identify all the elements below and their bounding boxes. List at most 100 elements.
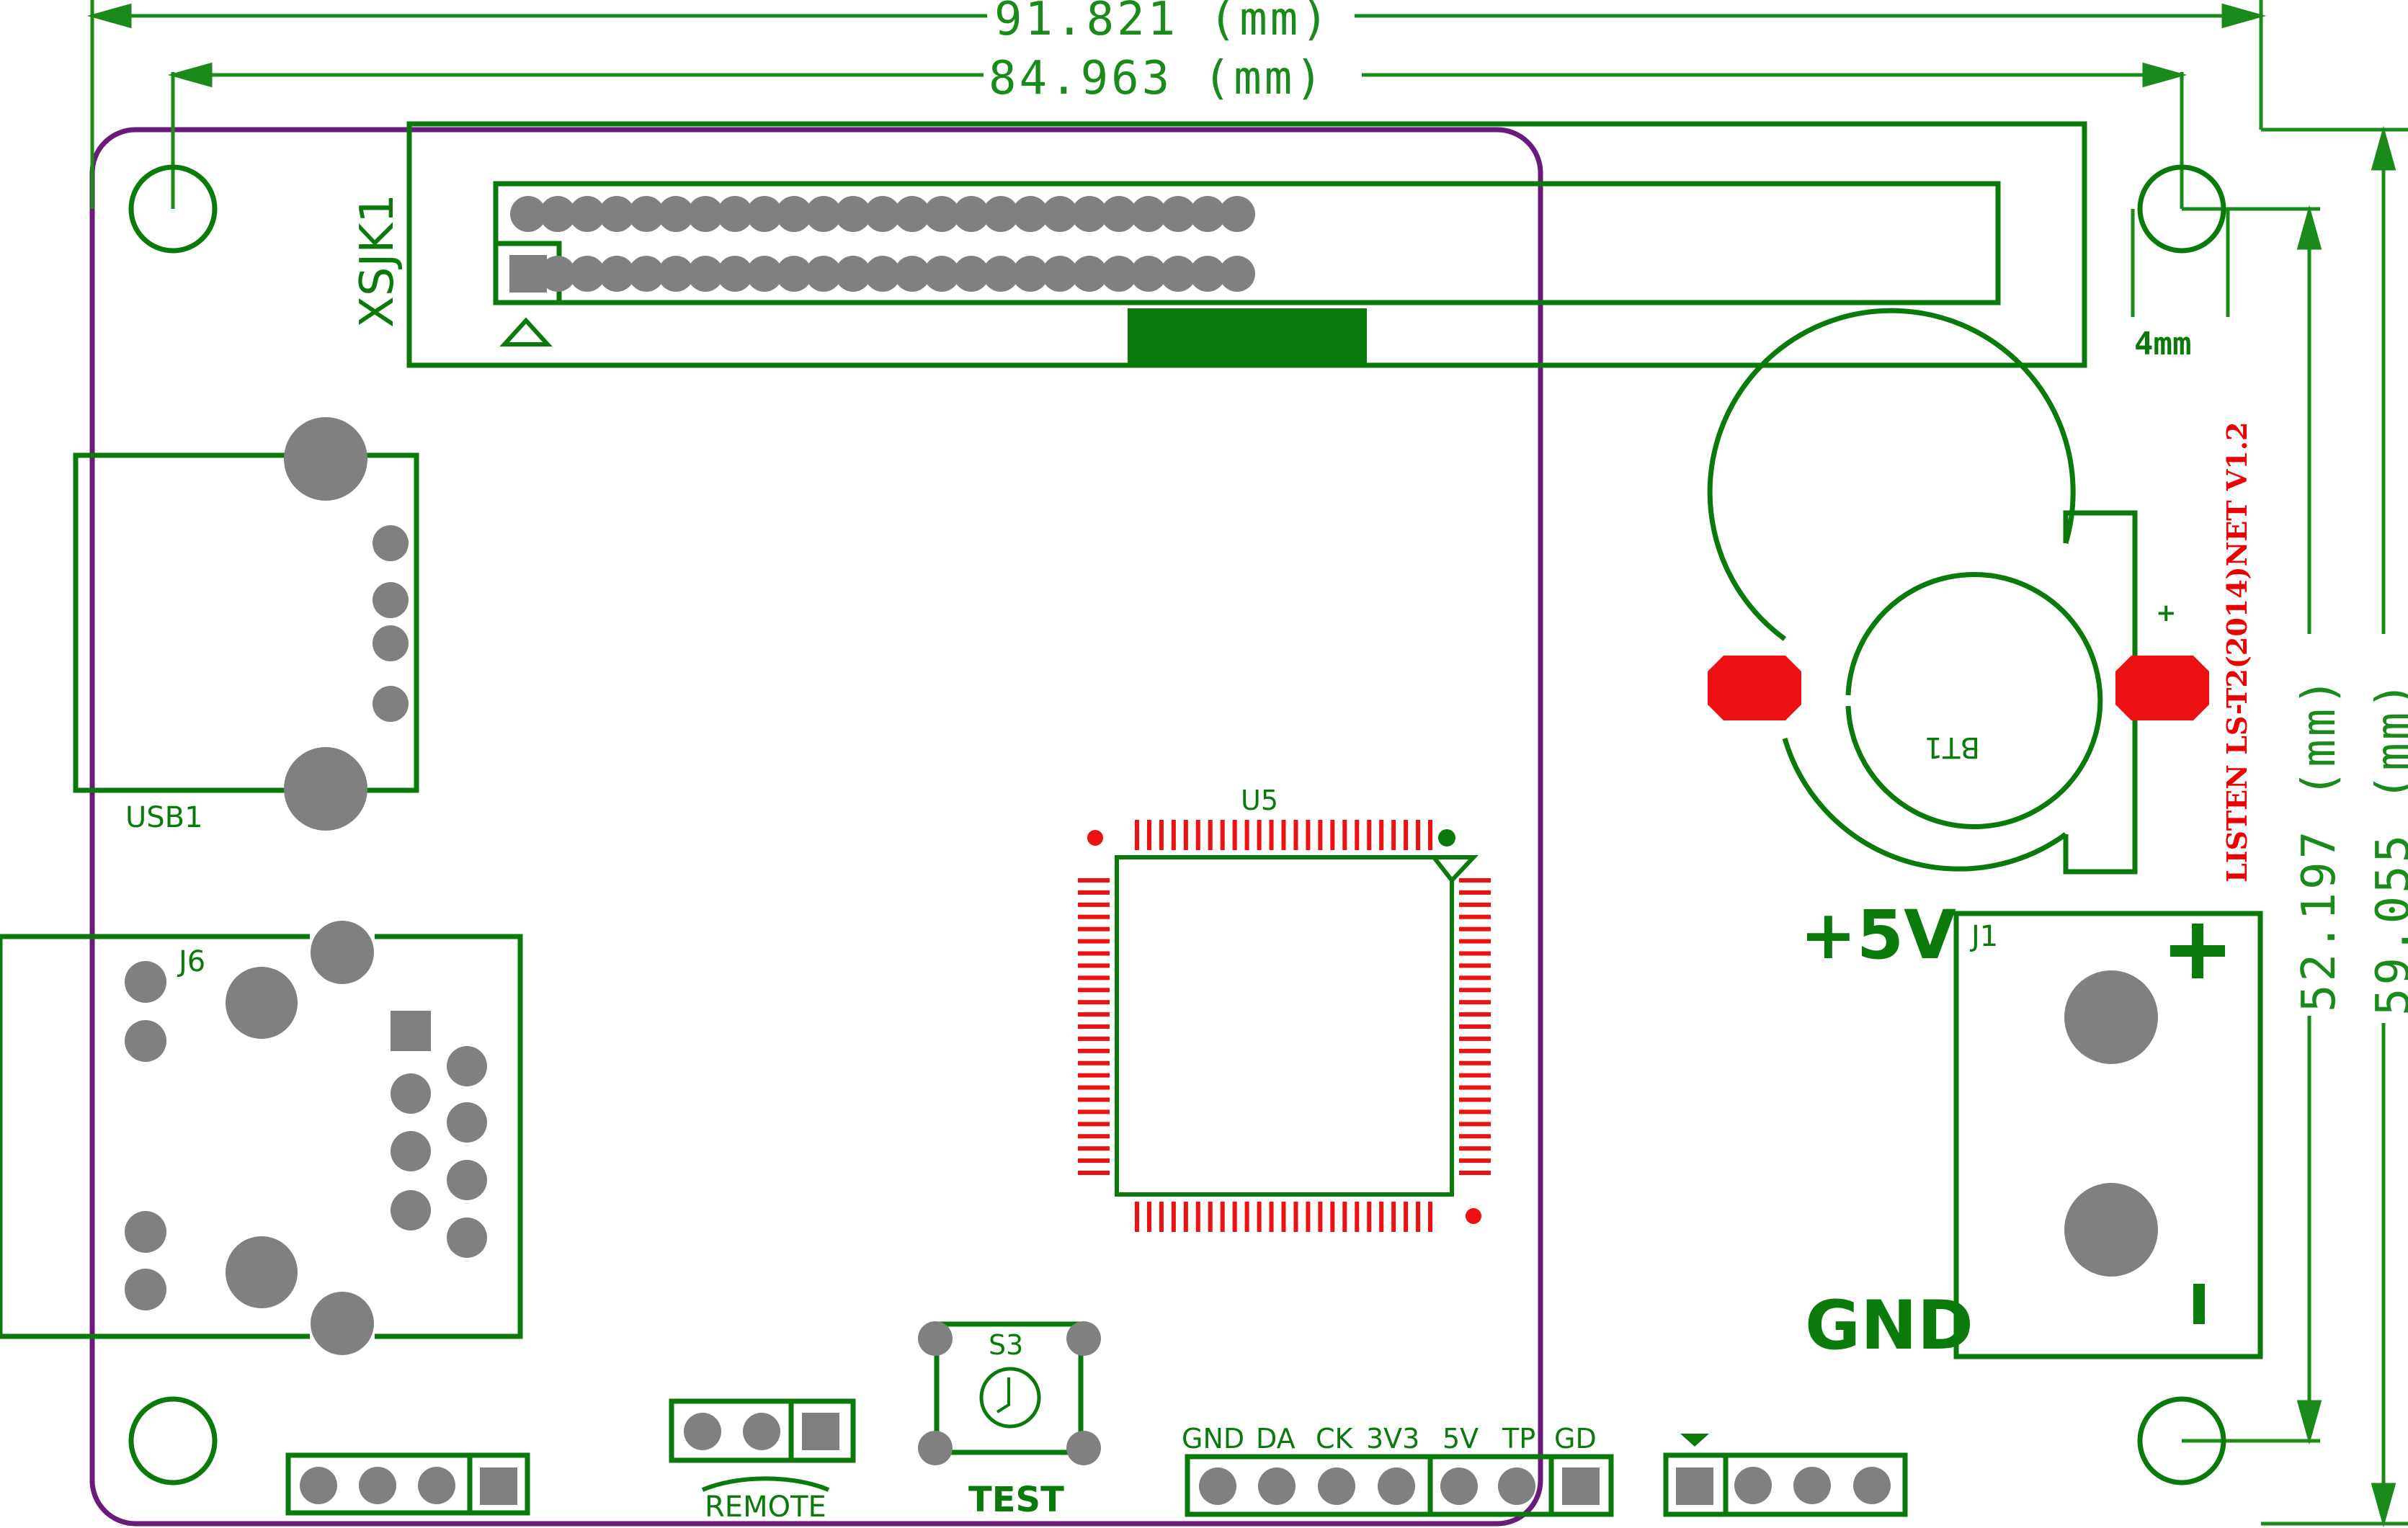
u5-pad bbox=[1459, 1158, 1491, 1163]
u5-pad bbox=[1078, 963, 1110, 968]
bt1-battery-holder bbox=[1707, 308, 2138, 875]
u5-pad bbox=[1404, 820, 1409, 850]
u5-pad bbox=[1428, 820, 1432, 850]
u5-pad bbox=[1195, 1202, 1200, 1232]
xsjk1-pin bbox=[1101, 196, 1137, 232]
xsjk1-pin bbox=[835, 256, 871, 292]
u5-pad bbox=[1459, 1134, 1491, 1139]
xsjk1-pin bbox=[776, 256, 812, 292]
u5-pad bbox=[1078, 1060, 1110, 1065]
u5-pad bbox=[1459, 1012, 1491, 1017]
plus5v-label: +5V bbox=[1800, 896, 1956, 975]
u5-pad bbox=[1078, 1085, 1110, 1090]
u5-pad bbox=[1078, 1171, 1110, 1175]
u5-pad bbox=[1220, 1202, 1225, 1232]
bt1-pad-left bbox=[1708, 656, 1801, 720]
u5-pad bbox=[1078, 1109, 1110, 1114]
u5-pad bbox=[1078, 1122, 1110, 1127]
u5-pad bbox=[1459, 1073, 1491, 1078]
xsjk1-pin bbox=[865, 256, 901, 292]
xsjk1-pin bbox=[924, 256, 960, 292]
xsjk1-pins bbox=[509, 196, 1255, 292]
dimension-inner-height bbox=[2182, 205, 2322, 1445]
u5-pad bbox=[1269, 820, 1274, 850]
u5-pad bbox=[1404, 1202, 1409, 1232]
u5-pad bbox=[1078, 1036, 1110, 1041]
u5-pad bbox=[1171, 820, 1176, 850]
dimension-outer-width bbox=[86, 0, 2267, 209]
u5-pad bbox=[1459, 914, 1491, 919]
xsjk1-pin bbox=[628, 196, 664, 232]
u5-pad bbox=[1459, 902, 1491, 907]
u5-label: U5 bbox=[1241, 785, 1278, 816]
usb1-label: USB1 bbox=[125, 801, 203, 834]
u5-pad bbox=[1135, 820, 1139, 850]
u5-pad bbox=[1318, 1202, 1323, 1232]
remote-label: REMOTE bbox=[705, 1491, 826, 1524]
xsjk1-pin bbox=[1101, 256, 1137, 292]
mounting-hole-bottom-left bbox=[128, 1396, 218, 1485]
u5-pad bbox=[1459, 1085, 1491, 1090]
j1-power-connector bbox=[1953, 911, 2263, 1359]
xsjk1-pin bbox=[746, 256, 782, 292]
u5-pad bbox=[1330, 1202, 1335, 1232]
xsjk1-pin bbox=[658, 256, 694, 292]
xsjk1-pin bbox=[894, 256, 930, 292]
u5-pad bbox=[1459, 1000, 1491, 1005]
debug-header-labels: GND DA CK 3V3 5V TP GD bbox=[1182, 1423, 1597, 1455]
u5-pad bbox=[1306, 820, 1311, 850]
u5-pad bbox=[1342, 820, 1347, 850]
j6-label: J6 bbox=[177, 945, 205, 978]
xsjk1-pin bbox=[717, 196, 753, 232]
xsjk1-pin bbox=[865, 196, 901, 232]
xsjk1-pin bbox=[1131, 256, 1167, 292]
u5-pad bbox=[1342, 1202, 1347, 1232]
u5-pad bbox=[1281, 1202, 1286, 1232]
u5-pad bbox=[1183, 820, 1188, 850]
xsjk1-pin bbox=[1042, 196, 1078, 232]
u5-pad bbox=[1078, 878, 1110, 883]
test-label: TEST bbox=[968, 1480, 1064, 1520]
u5-pad bbox=[1459, 1036, 1491, 1041]
xsjk1-label: XSJK1 bbox=[351, 194, 404, 328]
xsjk1-pin bbox=[894, 196, 930, 232]
u5-pad bbox=[1078, 890, 1110, 895]
u5-pad bbox=[1078, 1158, 1110, 1163]
xsjk1-pin bbox=[1219, 256, 1255, 292]
s3-label: S3 bbox=[989, 1329, 1023, 1361]
u5-pad bbox=[1078, 1012, 1110, 1017]
gnd-label: GND bbox=[1805, 1287, 1974, 1365]
xsjk1-pin bbox=[1042, 256, 1078, 292]
u5-pad bbox=[1078, 1000, 1110, 1005]
xsjk1-pin bbox=[569, 196, 605, 232]
u5-pad bbox=[1459, 939, 1491, 944]
u5-pad bbox=[1208, 1202, 1213, 1232]
u5-pad bbox=[1078, 951, 1110, 956]
u5-pad bbox=[1135, 1202, 1139, 1232]
xsjk1-pin bbox=[510, 196, 546, 232]
u5-pad bbox=[1428, 1202, 1432, 1232]
u5-pad bbox=[1208, 820, 1213, 850]
u5-pad bbox=[1244, 1202, 1249, 1232]
u5-pad bbox=[1330, 820, 1335, 850]
xsjk1-pin bbox=[806, 256, 842, 292]
board-outline bbox=[89, 127, 1543, 1527]
u5-pad bbox=[1416, 1202, 1421, 1232]
xsjk1-pin bbox=[983, 196, 1019, 232]
u5-pad bbox=[1078, 926, 1110, 931]
u5-pads bbox=[1078, 820, 1491, 1232]
j6-connector bbox=[0, 921, 523, 1355]
u5-pad bbox=[1459, 878, 1491, 883]
u5-pad bbox=[1459, 890, 1491, 895]
outer-height-label: 59.055 (mm) bbox=[2367, 679, 2408, 1016]
bt1-label: BT1 bbox=[1925, 731, 1980, 764]
u5-pad bbox=[1257, 1202, 1262, 1232]
debug-header bbox=[1185, 1454, 1614, 1517]
u5-pad bbox=[1459, 1097, 1491, 1102]
bt1-plus-label: + bbox=[2156, 599, 2177, 627]
pin-label-3v3: 3V3 bbox=[1366, 1423, 1419, 1455]
board-name-label: LISTEN LS-T2(2014)NET V1.2 bbox=[2221, 422, 2253, 883]
u5-pad bbox=[1078, 1024, 1110, 1029]
bottom-right-header bbox=[1663, 1434, 1908, 1517]
u5-pad bbox=[1078, 975, 1110, 980]
